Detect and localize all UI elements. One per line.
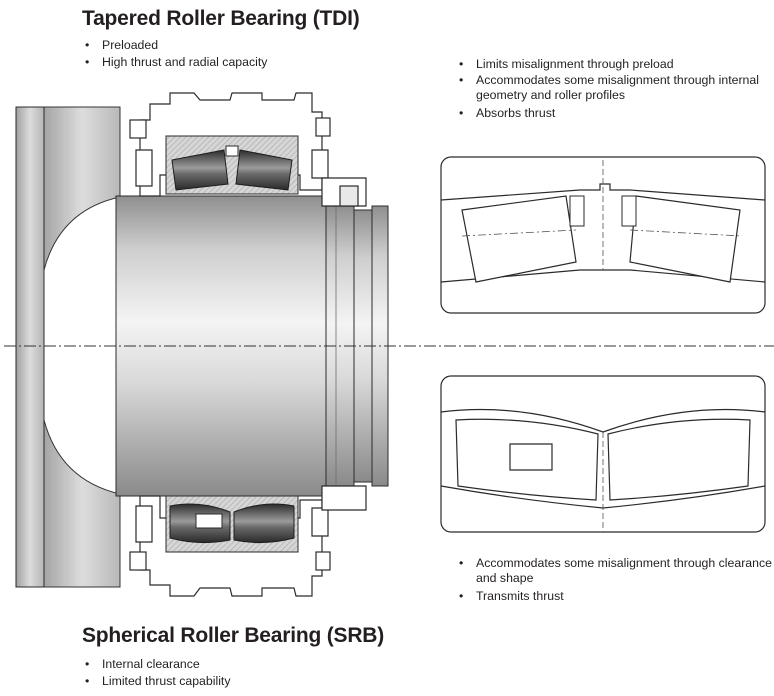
- srb-feature-item: Internal clearance: [82, 656, 231, 673]
- tdi-title: Tapered Roller Bearing (TDI): [82, 7, 360, 30]
- tdi-detail-list: Limits misalignment through preload Acco…: [456, 56, 771, 122]
- srb-feature-list: Internal clearance Limited thrust capabi…: [82, 656, 231, 690]
- tdi-detail-item: Absorbs thrust: [456, 105, 771, 122]
- tdi-detail-item: Accommodates some misalignment through i…: [456, 73, 771, 103]
- shaft-flange: [15, 106, 121, 588]
- tdi-feature-list: Preloaded High thrust and radial capacit…: [82, 37, 267, 71]
- srb-bearing: [165, 495, 299, 553]
- srb-detail-list: Accommodates some misalignment through c…: [456, 556, 774, 605]
- tdi-bearing: [165, 135, 299, 195]
- srb-detail-view: [440, 375, 766, 533]
- tdi-detail-item: Limits misalignment through preload: [456, 56, 771, 73]
- tdi-feature-item: High thrust and radial capacity: [82, 54, 267, 71]
- tdi-feature-item: Preloaded: [82, 37, 267, 54]
- srb-detail-item: Accommodates some misalignment through c…: [456, 556, 774, 586]
- srb-detail-item: Transmits thrust: [456, 588, 774, 605]
- srb-title: Spherical Roller Bearing (SRB): [82, 624, 385, 647]
- tdi-detail-view: [440, 156, 766, 314]
- srb-feature-item: Limited thrust capability: [82, 673, 231, 690]
